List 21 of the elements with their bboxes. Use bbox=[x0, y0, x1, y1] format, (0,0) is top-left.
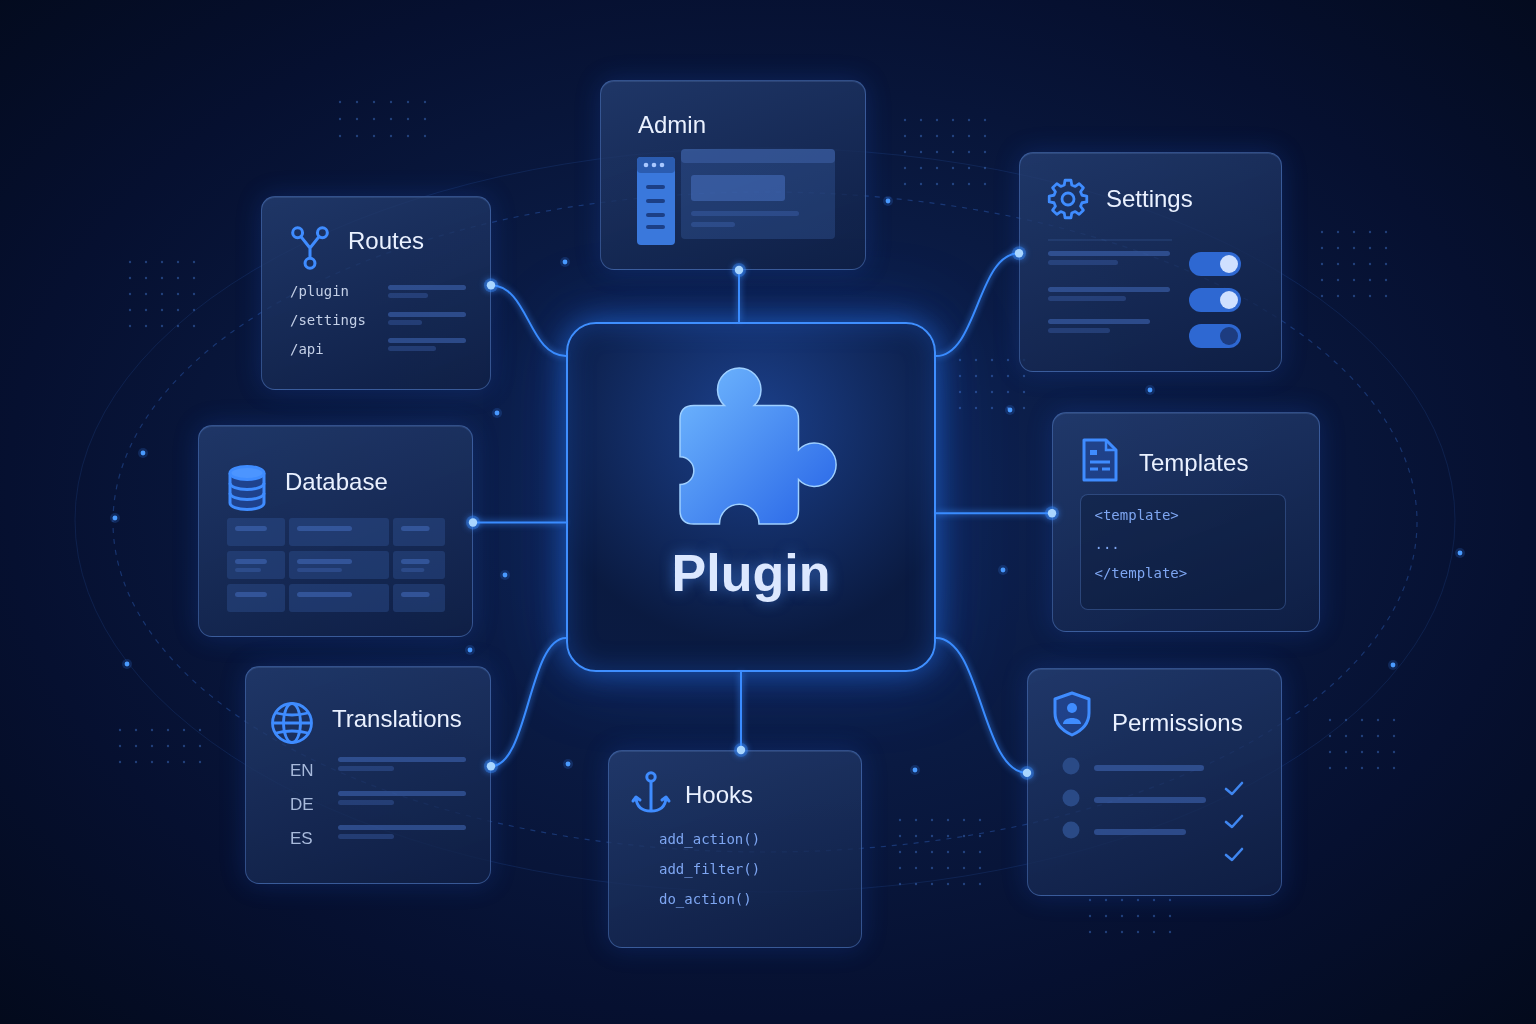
code-line: /plugin bbox=[290, 283, 349, 300]
card-title: Database bbox=[285, 468, 388, 497]
language-code: ES bbox=[290, 829, 313, 850]
language-code: DE bbox=[290, 795, 314, 816]
language-code: EN bbox=[290, 761, 314, 782]
code-line: /api bbox=[290, 341, 324, 358]
code-line: </template> bbox=[1094, 564, 1188, 582]
code-line: ... bbox=[1094, 535, 1120, 553]
card-title: Hooks bbox=[685, 781, 754, 810]
plugin-title: Plugin bbox=[671, 543, 831, 604]
code-line: <template> bbox=[1094, 506, 1179, 524]
card-title: Permissions bbox=[1112, 709, 1243, 738]
card-title: Translations bbox=[332, 705, 462, 734]
card-title: Admin bbox=[638, 111, 707, 140]
code-line: do_action() bbox=[659, 891, 752, 908]
card-title: Templates bbox=[1139, 449, 1249, 478]
card-title: Settings bbox=[1106, 185, 1193, 214]
code-line: /settings bbox=[290, 312, 366, 329]
code-line: add_filter() bbox=[659, 861, 761, 878]
code-line: add_action() bbox=[659, 831, 761, 848]
card-title: Routes bbox=[348, 227, 425, 256]
